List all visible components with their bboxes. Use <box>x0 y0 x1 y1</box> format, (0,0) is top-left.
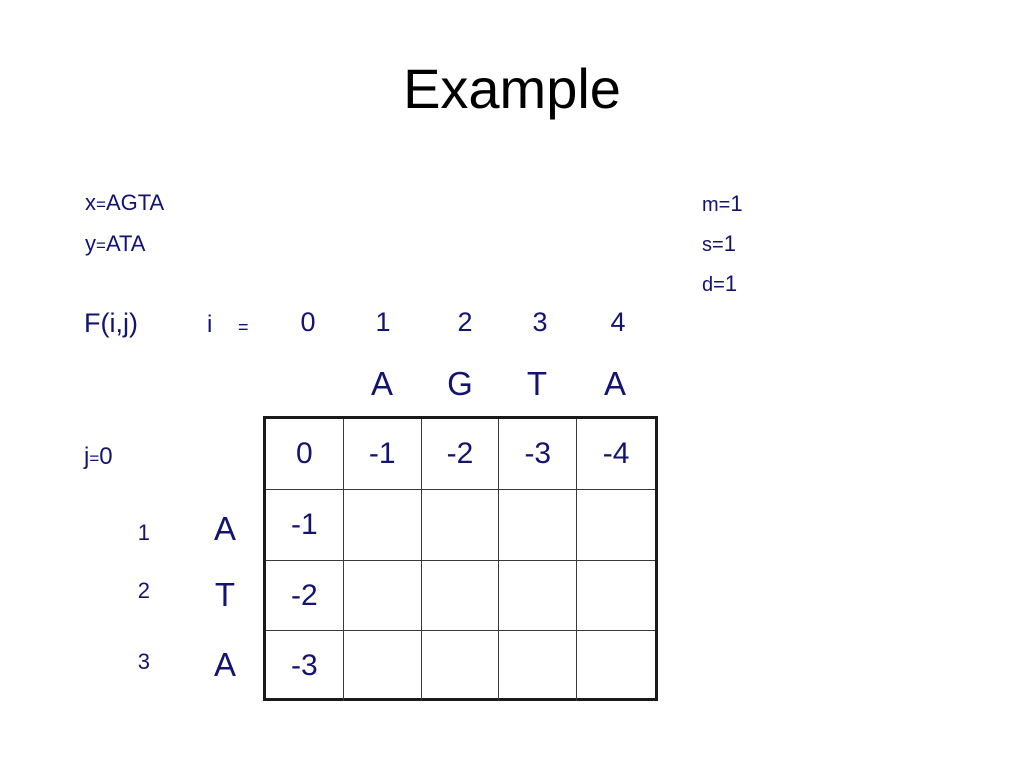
score-mismatch-value: 1 <box>723 231 736 256</box>
score-indel-line: d=1 <box>702 271 738 296</box>
col-letter-1: A <box>370 365 393 402</box>
matrix-cell-r0c2[interactable]: -2 <box>421 419 500 490</box>
sequence-x-line: x=AGTA <box>85 192 164 216</box>
page-title: Example <box>403 57 621 120</box>
matrix-cell-r1c2[interactable] <box>421 490 500 561</box>
i-axis-equals: = <box>238 317 249 337</box>
score-mismatch-name: s <box>702 234 712 256</box>
matrix-cell-r3c0[interactable]: -3 <box>266 631 344 701</box>
row-letter-2: T <box>214 576 236 613</box>
sequence-y-equals: = <box>96 236 106 255</box>
j-axis-name: j <box>84 443 90 470</box>
score-mismatch-line: s=1 <box>702 231 736 256</box>
matrix-cell-r0c1[interactable]: -1 <box>343 419 422 490</box>
j-axis-equals: = <box>89 449 100 468</box>
score-indel-equals: = <box>713 274 725 296</box>
sequence-x-value: AGTA <box>105 190 165 215</box>
row-index-3: 3 <box>137 649 150 674</box>
row-index-0: 0 <box>99 443 113 470</box>
score-match-value: 1 <box>730 191 743 216</box>
matrix-cell-r2c2[interactable] <box>421 561 500 631</box>
sequence-x-equals: = <box>96 195 106 214</box>
matrix-cell-r1c0[interactable]: -1 <box>266 490 344 561</box>
col-index-2: 2 <box>457 307 473 337</box>
col-letter-4: A <box>603 365 626 402</box>
col-index-1: 1 <box>375 307 391 337</box>
sequence-x-name: x <box>85 190 96 215</box>
score-indel-name: d <box>702 274 714 296</box>
sequence-y-line: y=ATA <box>85 233 145 257</box>
col-letter-2: G <box>447 365 473 402</box>
row-letter-3: A <box>213 646 236 683</box>
matrix-cell-r2c3[interactable] <box>499 561 578 631</box>
matrix-cell-r2c4[interactable] <box>577 561 655 631</box>
matrix-cell-r1c3[interactable] <box>499 490 578 561</box>
matrix-cell-r2c1[interactable] <box>343 561 422 631</box>
j-axis-label: j=0 <box>84 445 113 471</box>
row-index-2: 2 <box>137 578 150 603</box>
score-match-equals: = <box>718 194 731 216</box>
dp-matrix-grid: 0 -1 -2 -3 -4 -1 -2 -3 <box>263 416 658 701</box>
col-letter-3: T <box>526 365 548 402</box>
sequence-y-name: y <box>85 231 96 256</box>
matrix-cell-r0c4[interactable]: -4 <box>577 419 655 490</box>
matrix-cell-r3c2[interactable] <box>422 631 500 701</box>
i-axis-label: i <box>207 311 213 338</box>
row-letter-1: A <box>213 510 236 547</box>
function-label: F(i,j) <box>84 308 138 338</box>
col-index-0: 0 <box>300 307 316 337</box>
score-indel-value: 1 <box>724 271 738 296</box>
matrix-cell-r1c4[interactable] <box>577 490 655 561</box>
score-mismatch-equals: = <box>712 234 724 256</box>
score-match-line: m=1 <box>702 191 743 216</box>
matrix-cell-r2c0[interactable]: -2 <box>266 561 344 631</box>
matrix-cell-r0c3[interactable]: -3 <box>499 419 578 490</box>
score-match-name: m <box>702 194 719 216</box>
row-index-1: 1 <box>137 520 150 545</box>
sequence-y-value: ATA <box>105 231 146 256</box>
col-index-4: 4 <box>610 307 626 337</box>
matrix-cell-r0c0[interactable]: 0 <box>266 419 344 490</box>
matrix-cell-r3c3[interactable] <box>499 631 578 701</box>
matrix-cell-r3c4[interactable] <box>577 631 655 701</box>
matrix-cell-r3c1[interactable] <box>344 631 422 701</box>
matrix-cell-r1c1[interactable] <box>343 490 422 561</box>
col-index-3: 3 <box>532 307 548 337</box>
